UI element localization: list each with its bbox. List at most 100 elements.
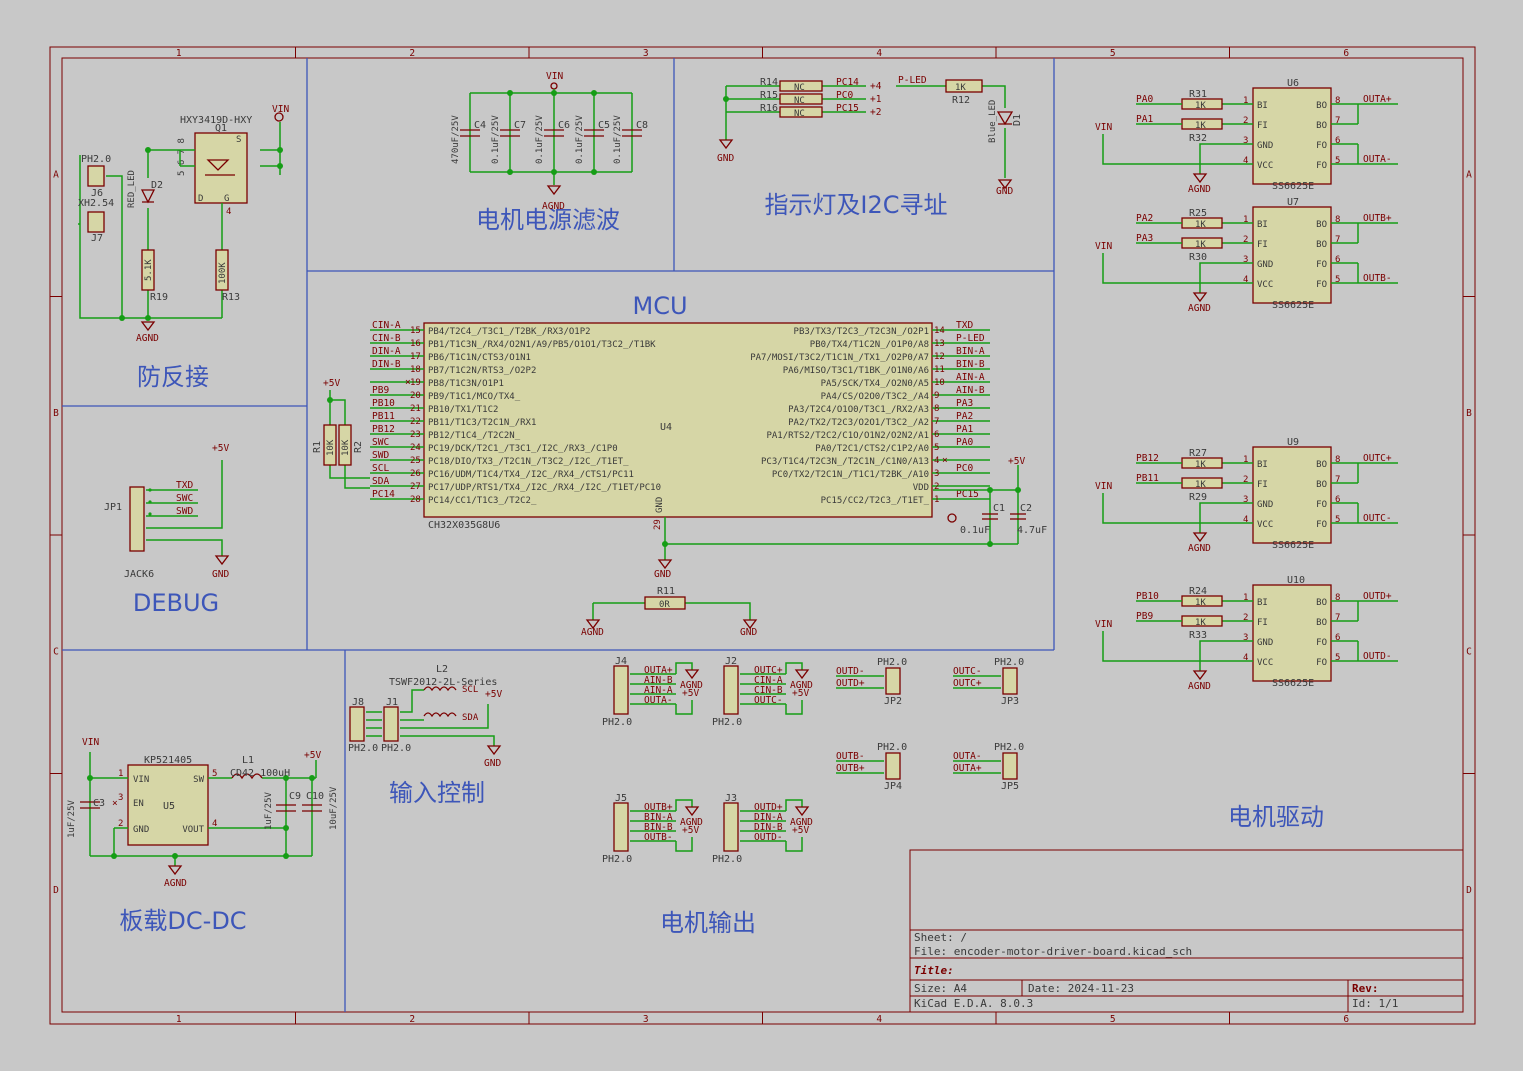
driver-out-label: OUTA+ xyxy=(1363,94,1392,105)
vin-label-dcdc: VIN xyxy=(82,737,99,748)
jumper-value: PH2.0 xyxy=(877,657,907,668)
driver-pin-name: FO xyxy=(1316,280,1327,290)
agnd-symbol xyxy=(1192,292,1208,303)
driver-body xyxy=(1252,87,1332,185)
driver-pin-name: BO xyxy=(1316,460,1327,470)
no-connect-mark: × xyxy=(405,377,411,388)
driver-resistor-ref: R24 xyxy=(1189,586,1207,597)
driver-resistor-ref: R32 xyxy=(1189,133,1207,144)
driver-agnd-label: AGND xyxy=(1188,184,1211,195)
row-label-right: C xyxy=(1466,646,1472,657)
mcu-pin-name: PB9/T1C1/MCO/TX4_ xyxy=(428,392,521,402)
d2-value: RED_LED xyxy=(127,170,137,208)
c2-ref: C2 xyxy=(1020,503,1032,514)
driver-pin-number: 6 xyxy=(1335,633,1340,643)
mcu-net-label: CIN-A xyxy=(372,320,401,331)
mcu-pin-name: PB1/T1C3N_/RX4/O2N1/A9/PB5/O1O1/T3C2_/T1… xyxy=(428,340,656,350)
driver-pin-name: GND xyxy=(1257,638,1273,648)
driver-pin-number: 4 xyxy=(1243,653,1248,663)
j8-value: PH2.0 xyxy=(348,743,378,754)
u5-pin-name: EN xyxy=(133,799,144,809)
driver-pin-name: GND xyxy=(1257,260,1273,270)
address-resistor-ref: R14 xyxy=(760,77,778,88)
mcu-net-label: SWC xyxy=(372,437,389,448)
driver-body xyxy=(1252,446,1332,544)
mcu-net-label: TXD xyxy=(956,320,973,331)
col-label-bottom: 2 xyxy=(409,1014,415,1025)
connector-value: PH2.0 xyxy=(712,717,742,728)
q1-pin-s: S xyxy=(236,135,241,145)
mcu-pin-name: PA6/MISO/T3C1/T1BK_/O1N0/A6 xyxy=(783,366,929,376)
col-label-top: 4 xyxy=(876,48,882,59)
driver-out-label: OUTD- xyxy=(1363,651,1392,662)
driver-pin-number: 1 xyxy=(1243,96,1248,106)
mcu-pin-number: 13 xyxy=(934,339,945,349)
c3-ref: C3 xyxy=(93,798,105,809)
gnd-label-indicator: GND xyxy=(717,153,734,164)
driver-input-label: PA0 xyxy=(1136,94,1153,105)
mcu-pin-name: PA4/CS/O2O0/T3C2_/A4 xyxy=(821,392,929,402)
connector-gnd-wire xyxy=(785,662,803,674)
row-label-right: D xyxy=(1466,885,1472,896)
mcu-pin-name: PC14/CC1/T1C3_/T2C2_ xyxy=(428,496,537,506)
driver-pin-name: BI xyxy=(1257,460,1268,470)
u5-pin-name: SW xyxy=(193,775,204,785)
mcu-pin-name: PA1/RTS2/T2C2/C1O/O1N2/O2N2/A1 xyxy=(766,431,929,441)
driver-out-label: OUTA- xyxy=(1363,154,1392,165)
driver-out-label: OUTB+ xyxy=(1363,213,1392,224)
r13-value: 100K xyxy=(218,262,228,284)
tb-tool: KiCad E.D.A. 8.0.3 xyxy=(914,997,1033,1010)
mcu-pin-name: PA5/SCK/TX4_/O2N0/A5 xyxy=(821,379,929,389)
cap-value: 0.1uF/25V xyxy=(575,115,585,164)
connector-ref: J2 xyxy=(725,656,737,667)
jumper-value: PH2.0 xyxy=(994,657,1024,668)
mcu-pin-name: PB11/T1C3/T2C1N_/RX1 xyxy=(428,418,536,428)
driver-input-wire xyxy=(1102,103,1222,174)
cap-value: 0.1uF/25V xyxy=(613,115,623,164)
u5-pin-name: VIN xyxy=(133,775,149,785)
u5-ref: U5 xyxy=(163,801,175,812)
mcu-net-label: BIN-B xyxy=(956,359,985,370)
r19-value: 5.1K xyxy=(144,259,154,281)
address-net-label: PC15 xyxy=(836,103,859,114)
mcu-pin-name: PC0/TX2/T2C1N_/T1C1/T2BK_/A10 xyxy=(772,470,929,480)
connector-net-label: OUTB+ xyxy=(644,802,673,813)
mcu-pin-number: 4 xyxy=(934,456,939,466)
driver-pin-name: BO xyxy=(1316,121,1327,131)
row-label-right: B xyxy=(1466,408,1472,419)
mcu-net-label: PC14 xyxy=(372,489,395,500)
address-bit-label: +1 xyxy=(870,94,882,105)
driver-vin-label: VIN xyxy=(1095,619,1112,630)
u5-pin-number: 5 xyxy=(212,769,217,779)
u5-pin-name: VOUT xyxy=(182,825,204,835)
v5-label: +5V xyxy=(682,688,699,699)
jumper-net-label: OUTC- xyxy=(953,666,982,677)
mcu-net-label: SCL xyxy=(372,463,389,474)
jp1-value: JACK6 xyxy=(124,569,154,580)
mcu-pin-number: 16 xyxy=(410,339,421,349)
driver-pin-name: BO xyxy=(1316,240,1327,250)
driver-pin-number: 4 xyxy=(1243,275,1248,285)
connector-body xyxy=(613,665,629,715)
mcu-net-label: DIN-B xyxy=(372,359,401,370)
driver-pin-name: FO xyxy=(1316,658,1327,668)
connector-value: PH2.0 xyxy=(602,717,632,728)
l1-symbol xyxy=(231,773,263,780)
driver-pin-name: VCC xyxy=(1257,280,1273,290)
pled-net-label: P-LED xyxy=(898,75,927,86)
col-label-bottom: 6 xyxy=(1343,1014,1349,1025)
agnd-label: AGND xyxy=(680,680,703,691)
driver-pin-name: FI xyxy=(1257,121,1268,131)
driver-ref: U10 xyxy=(1287,575,1305,586)
agnd-label-r11: AGND xyxy=(581,627,604,638)
connector-net-label: OUTA- xyxy=(644,695,673,706)
driver-pin-name: FI xyxy=(1257,480,1268,490)
mcu-net-label: PA2 xyxy=(956,411,973,422)
driver-pin-name: BO xyxy=(1316,618,1327,628)
q1-pin-g-num: 4 xyxy=(226,207,231,217)
u4-gnd-name: GND xyxy=(655,497,665,513)
connector-v5-wire xyxy=(675,837,693,852)
mcu-pin-name: PB4/T2C4_/T3C1_/T2BK_/RX3/O1P2 xyxy=(428,327,591,337)
